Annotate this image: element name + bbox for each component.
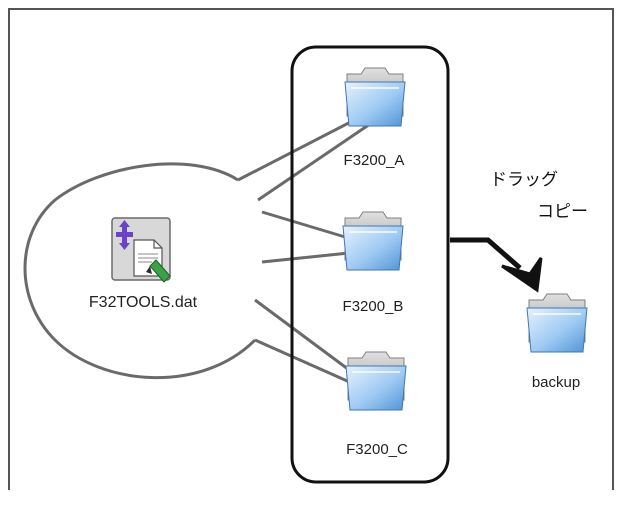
folder-icon-backup[interactable] [526, 293, 588, 353]
drag-action-label: ドラッグ [490, 170, 558, 190]
copy-action-label: コピー [537, 202, 588, 222]
folder-group-container [290, 45, 450, 484]
outer-frame [8, 8, 614, 490]
folder-b-label: F3200_B [342, 298, 404, 315]
folder-icon-f3200-c[interactable] [345, 351, 407, 411]
source-file-label: F32TOOLS.dat [88, 294, 198, 311]
connector-bubble [23, 110, 379, 394]
folder-c-label: F3200_C [346, 441, 408, 458]
folder-icon-f3200-b[interactable] [342, 211, 404, 271]
drag-arrow [450, 237, 543, 293]
document-icon[interactable] [111, 217, 171, 283]
folder-a-label: F3200_A [343, 152, 405, 169]
folder-icon-f3200-a[interactable] [344, 67, 406, 127]
backup-folder-label: backup [531, 374, 581, 391]
